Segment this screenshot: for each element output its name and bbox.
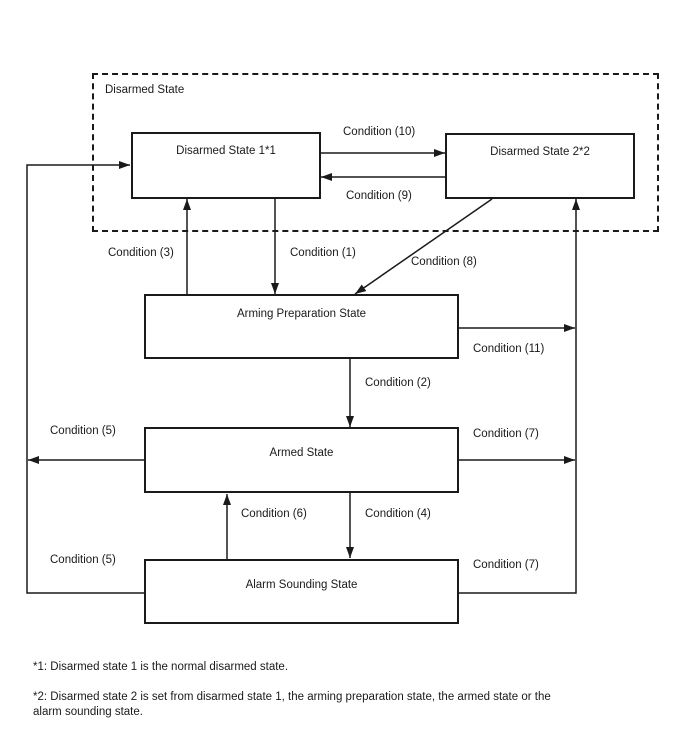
label-condition-2: Condition (2) xyxy=(365,377,431,389)
state-box-alarm-sounding: Alarm Sounding State xyxy=(144,559,459,624)
group-label: Disarmed State xyxy=(105,84,185,96)
label-condition-11: Condition (11) xyxy=(473,343,545,355)
footnote-1: *1: Disarmed state 1 is the normal disar… xyxy=(33,661,289,673)
label-condition-10: Condition (10) xyxy=(343,126,416,138)
footnote-2: *2: Disarmed state 2 is set from disarme… xyxy=(33,691,551,718)
arrow-condition-8 xyxy=(354,198,493,295)
state-box-disarmed-state-2: Disarmed State 2*2 xyxy=(445,133,635,199)
label-condition-5-upper: Condition (5) xyxy=(50,425,116,437)
state-box-arming-preparation: Arming Preparation State xyxy=(144,294,459,359)
disarmed-state-group: Disarmed State xyxy=(92,73,659,232)
arrow-condition-7-lower-rail xyxy=(459,199,580,594)
label-condition-4: Condition (4) xyxy=(365,508,431,520)
arrow-condition-5-lower-rail xyxy=(26,161,144,594)
label-condition-7-lower: Condition (7) xyxy=(473,559,539,571)
label-condition-9: Condition (9) xyxy=(346,190,412,202)
label-condition-1: Condition (1) xyxy=(290,247,356,259)
state-box-armed: Armed State xyxy=(144,427,459,493)
label-condition-6: Condition (6) xyxy=(241,508,307,520)
label-condition-8: Condition (8) xyxy=(411,256,477,268)
state-box-disarmed-state-1: Disarmed State 1*1 xyxy=(131,132,321,199)
label-condition-5-lower: Condition (5) xyxy=(50,554,116,566)
label-condition-3: Condition (3) xyxy=(108,247,174,259)
label-condition-7-upper: Condition (7) xyxy=(473,428,539,440)
